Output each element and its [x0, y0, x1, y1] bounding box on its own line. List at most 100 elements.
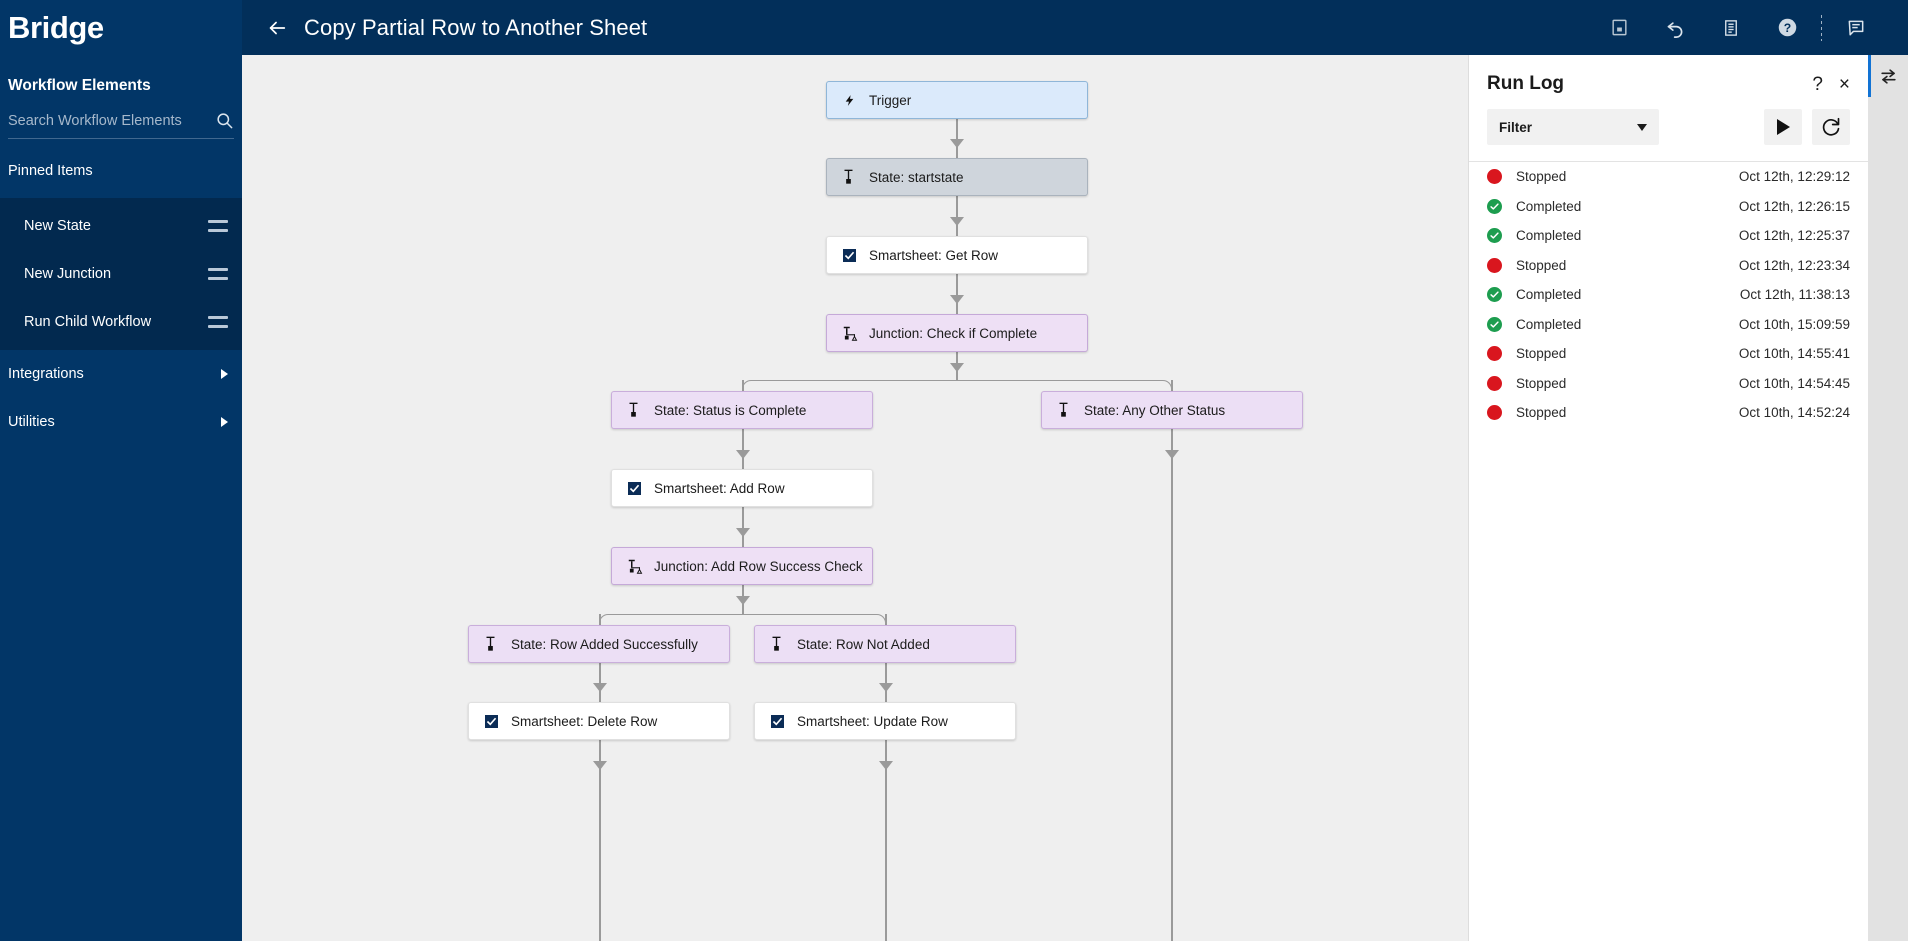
arrow-head [950, 139, 964, 148]
undo-icon[interactable] [1647, 0, 1703, 55]
status-dot-completed [1487, 316, 1502, 332]
node-label: Smartsheet: Delete Row [511, 713, 658, 729]
help-icon[interactable]: ? [1759, 0, 1815, 55]
node-trigger[interactable]: Trigger [826, 81, 1088, 119]
junction-icon [628, 559, 648, 574]
run-log-entry[interactable]: Stopped Oct 10th, 14:52:24 [1469, 398, 1868, 428]
node-label: Junction: Check if Complete [869, 325, 1038, 341]
node-state-row-added-successfully[interactable]: State: Row Added Successfully [468, 625, 730, 663]
search-container [8, 111, 234, 139]
run-log-entry[interactable]: Completed Oct 10th, 15:09:59 [1469, 310, 1868, 340]
sidebar-item-new-state[interactable]: New State [0, 202, 242, 250]
search-input[interactable] [8, 112, 188, 129]
smartsheet-icon [843, 248, 863, 262]
pinned-items-group: New State New Junction Run Child Workflo… [0, 198, 242, 350]
right-rail [1868, 55, 1908, 941]
drag-handle-icon[interactable] [208, 268, 228, 280]
run-status-label: Completed [1516, 198, 1582, 214]
sidebar-item-integrations[interactable]: Integrations [0, 350, 242, 398]
smartsheet-icon [628, 481, 648, 495]
run-status-label: Stopped [1516, 405, 1567, 421]
run-log-close-button[interactable]: × [1838, 73, 1850, 95]
page-title: Copy Partial Row to Another Sheet [304, 14, 648, 40]
node-smartsheet-get-row[interactable]: Smartsheet: Get Row [826, 236, 1088, 274]
status-dot-stopped [1487, 169, 1502, 185]
node-label: State: Any Other Status [1084, 402, 1226, 418]
node-state-startstate[interactable]: State: startstate [826, 158, 1088, 196]
arrow-head [950, 363, 964, 372]
status-dot-completed [1487, 228, 1502, 244]
edge-update-down [885, 740, 887, 941]
run-log-help-button[interactable]: ? [1812, 73, 1823, 95]
junction-icon [843, 326, 863, 341]
sidebar-heading: Workflow Elements [8, 77, 151, 94]
refresh-button[interactable] [1812, 109, 1850, 145]
search-icon[interactable] [215, 111, 234, 130]
node-state-any-other-status[interactable]: State: Any Other Status [1041, 391, 1303, 429]
chevron-right-icon [221, 369, 228, 379]
edge-delete-down [599, 740, 601, 941]
run-log-entry[interactable]: Stopped Oct 10th, 14:54:45 [1469, 369, 1868, 399]
toggle-panel-icon[interactable] [1868, 55, 1908, 97]
run-timestamp: Oct 10th, 14:55:41 [1738, 346, 1850, 362]
run-log-filter-dropdown[interactable]: Filter [1487, 109, 1659, 145]
arrow-head [736, 528, 750, 537]
node-state-status-is-complete[interactable]: State: Status is Complete [611, 391, 873, 429]
run-log-entry[interactable]: Completed Oct 12th, 12:26:15 [1469, 192, 1868, 222]
node-smartsheet-update-row[interactable]: Smartsheet: Update Row [754, 702, 1016, 740]
node-label: Junction: Add Row Success Check [654, 558, 863, 574]
chevron-down-icon [1637, 123, 1647, 131]
edge-branch-right [1171, 380, 1173, 391]
drag-handle-icon[interactable] [208, 316, 228, 328]
arrow-head [593, 761, 607, 770]
play-icon [1776, 119, 1790, 135]
smartsheet-icon [771, 714, 791, 728]
sidebar-item-utilities[interactable]: Utilities [0, 398, 242, 446]
node-junction-add-row-success-check[interactable]: Junction: Add Row Success Check [611, 547, 873, 585]
node-label: Smartsheet: Get Row [869, 247, 999, 263]
pinned-item-label: Run Child Workflow [24, 314, 152, 330]
status-dot-completed [1487, 198, 1502, 214]
brand-logo[interactable]: Bridge [0, 0, 242, 55]
edge-rownotadded-update [885, 663, 887, 702]
edge-startstate-getrow [956, 196, 958, 236]
run-status-label: Completed [1516, 316, 1582, 332]
sidebar-section-label: Utilities [8, 414, 55, 430]
run-timestamp: Oct 10th, 15:09:59 [1738, 316, 1850, 332]
run-button[interactable] [1764, 109, 1802, 145]
node-smartsheet-add-row[interactable]: Smartsheet: Add Row [611, 469, 873, 507]
pinned-item-label: New State [24, 218, 91, 234]
drag-handle-icon[interactable] [208, 220, 228, 232]
svg-text:?: ? [1783, 21, 1790, 35]
run-log-entry[interactable]: Stopped Oct 12th, 12:29:12 [1469, 162, 1868, 192]
notes-icon[interactable] [1828, 0, 1884, 55]
sidebar-item-run-child-workflow[interactable]: Run Child Workflow [0, 298, 242, 346]
run-log-entry[interactable]: Completed Oct 12th, 11:38:13 [1469, 280, 1868, 310]
save-icon[interactable] [1591, 0, 1647, 55]
edge-corner-right2 [742, 614, 886, 625]
run-log-toolbar: Filter [1469, 95, 1868, 162]
run-timestamp: Oct 12th, 11:38:13 [1739, 287, 1850, 303]
edge-corner-left [742, 380, 957, 391]
node-label: Smartsheet: Update Row [797, 713, 948, 729]
arrow-head [736, 450, 750, 459]
node-state-row-not-added[interactable]: State: Row Not Added [754, 625, 1016, 663]
brand-name: Bridge [8, 9, 104, 45]
state-icon [1058, 402, 1078, 418]
run-log-header: Run Log ? × [1469, 55, 1868, 95]
back-arrow-icon[interactable] [264, 15, 290, 41]
run-log-entry[interactable]: Stopped Oct 10th, 14:55:41 [1469, 339, 1868, 369]
pinned-item-label: New Junction [24, 266, 112, 282]
document-icon[interactable] [1703, 0, 1759, 55]
run-timestamp: Oct 10th, 14:54:45 [1738, 375, 1850, 391]
edge-branch-left [742, 380, 744, 391]
edge-branch-right2 [885, 614, 887, 625]
node-smartsheet-delete-row[interactable]: Smartsheet: Delete Row [468, 702, 730, 740]
left-sidebar: Bridge Workflow Elements Pinned Items Ne… [0, 0, 242, 941]
run-log-entry[interactable]: Completed Oct 12th, 12:25:37 [1469, 221, 1868, 251]
run-log-entry[interactable]: Stopped Oct 12th, 12:23:34 [1469, 251, 1868, 281]
sidebar-item-new-junction[interactable]: New Junction [0, 250, 242, 298]
run-timestamp: Oct 12th, 12:29:12 [1738, 169, 1850, 185]
node-junction-check-if-complete[interactable]: Junction: Check if Complete [826, 314, 1088, 352]
edge-corner-right [956, 380, 1172, 391]
